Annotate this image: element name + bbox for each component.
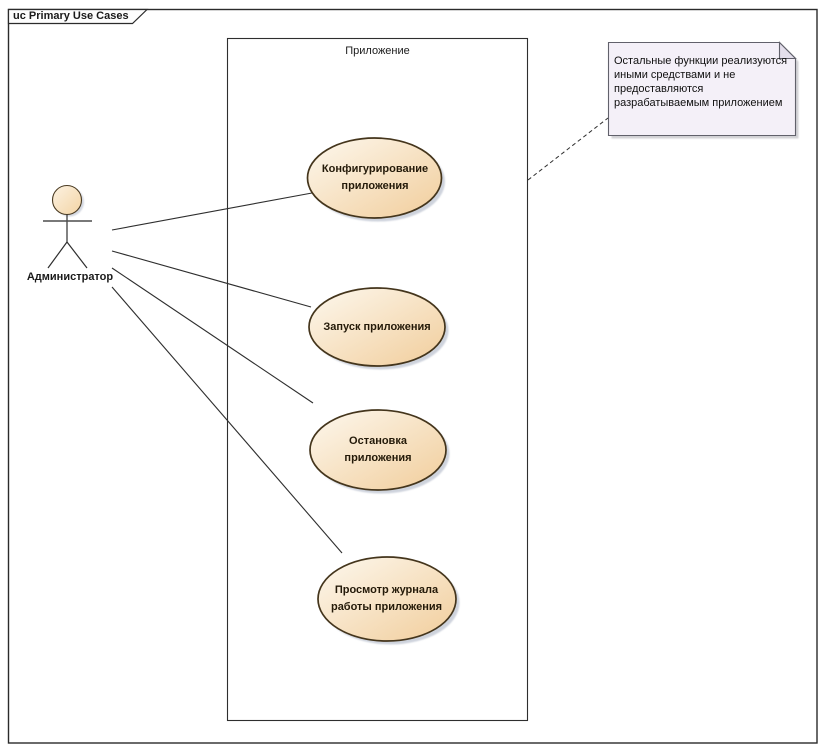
note-body[interactable] <box>607 41 797 137</box>
use-case-shapes <box>306 137 460 645</box>
use-case-stop[interactable] <box>309 409 447 491</box>
association-view-log[interactable] <box>111 286 343 554</box>
use-case-configure-label[interactable]: Конфигурирование приложения <box>321 163 429 192</box>
actor-name-label[interactable]: Администратор <box>26 271 114 283</box>
note-fold-corner-icon <box>778 41 797 60</box>
association-lines <box>111 192 343 554</box>
actor-right-leg <box>66 241 88 269</box>
use-case-view-log-label[interactable]: Просмотр журнала работы приложения <box>330 584 443 613</box>
frame-title: uc Primary Use Cases <box>13 10 129 22</box>
actor-figure[interactable] <box>43 184 92 269</box>
system-boundary-label: Приложение <box>345 45 410 57</box>
association-configure[interactable] <box>111 192 313 231</box>
diagram-frame-title-tab <box>7 8 149 25</box>
note-link-connector[interactable] <box>527 117 609 181</box>
use-case-start[interactable] <box>308 287 446 367</box>
association-start[interactable] <box>111 250 312 308</box>
use-case-start-label[interactable]: Запуск приложения <box>323 320 431 333</box>
diagram-frame-border <box>7 8 818 744</box>
note-shape[interactable] <box>607 41 799 139</box>
use-case-configure[interactable] <box>306 137 443 219</box>
actor-head[interactable] <box>51 184 83 216</box>
association-stop[interactable] <box>111 267 314 404</box>
use-case-stop-label[interactable]: Остановка приложения <box>344 435 412 464</box>
actor-left-leg <box>47 241 68 269</box>
use-case-view-log[interactable] <box>317 556 457 642</box>
note-text[interactable]: Остальные функции реализуются иными сред… <box>614 55 788 109</box>
